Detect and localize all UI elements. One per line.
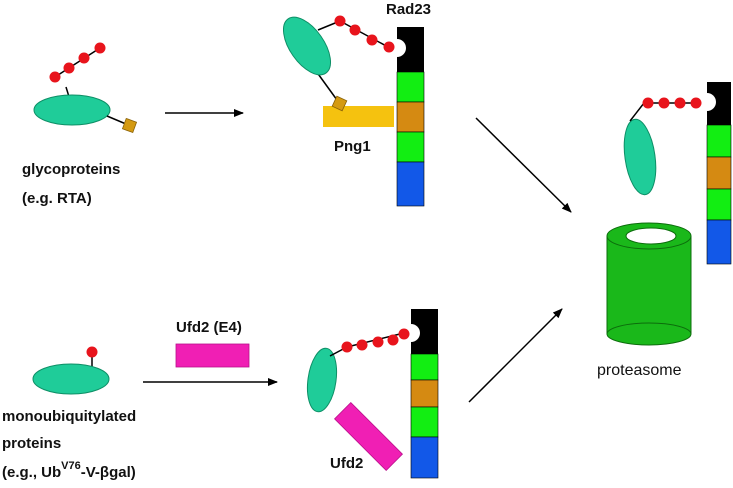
arrow: [475, 117, 572, 213]
substrate-protein: [33, 94, 111, 126]
ufd2-label: Ufd2: [330, 455, 363, 472]
ubiquitin: [356, 339, 368, 351]
ubiquitin: [383, 41, 395, 53]
ubiquitin: [86, 346, 98, 358]
proteasome-complex: [606, 82, 732, 346]
glycan-moiety: [121, 117, 138, 134]
substrate-protein: [32, 363, 110, 395]
ubiquitin: [398, 328, 410, 340]
monoubiquitylated-substrate: [32, 346, 110, 395]
ubiquitin: [658, 97, 670, 109]
rad23-column: [698, 82, 732, 265]
rad23-ufd2-complex: [306, 309, 439, 479]
png1-label: Png1: [334, 138, 371, 155]
ubiquitin: [674, 97, 686, 109]
ubiquitin: [63, 62, 75, 74]
substrate-protein: [283, 16, 331, 76]
ubiquitin: [341, 341, 353, 353]
proteasome-cylinder: [606, 222, 692, 346]
ubiquitin-chain: [629, 97, 702, 122]
proteasome-label: proteasome: [597, 362, 682, 379]
glycoprotein-substrate: [33, 42, 138, 134]
ubiquitin: [690, 97, 702, 109]
substrate-protein: [306, 347, 338, 413]
ufd2-e4-label: Ufd2 (E4): [176, 319, 242, 336]
ufd2-bar: [333, 401, 404, 472]
substrate-protein: [623, 118, 657, 196]
ubiquitin: [349, 24, 361, 36]
ubiquitin-chain: [49, 42, 106, 83]
png1-bar: [323, 106, 394, 127]
rad23-label: Rad23: [386, 1, 431, 18]
ufd2-e4-bar: [175, 343, 250, 368]
arrow: [468, 308, 563, 403]
ubiquitin: [642, 97, 654, 109]
ubiquitin: [366, 34, 378, 46]
glycoproteins-example-label: (e.g. RTA): [22, 190, 92, 207]
ubiquitin: [49, 71, 61, 83]
glycoproteins-label: glycoproteins: [22, 161, 120, 178]
mono-example-label: (e.g., UbV76-V-βgal): [2, 460, 136, 481]
glycan-moiety: [331, 95, 348, 112]
ubiquitin: [78, 52, 90, 64]
ubiquitin: [94, 42, 106, 54]
monoubiquitylated-label: monoubiquitylated: [2, 408, 136, 425]
ubiquitin-chain: [317, 15, 395, 53]
rad23-column: [402, 309, 439, 479]
ubiquitin: [334, 15, 346, 27]
proteins-label: proteins: [2, 435, 61, 452]
ubiquitin-chain: [329, 328, 410, 357]
ubiquitin: [387, 334, 399, 346]
rad23-png1-complex: [283, 15, 425, 207]
ubiquitin: [372, 336, 384, 348]
